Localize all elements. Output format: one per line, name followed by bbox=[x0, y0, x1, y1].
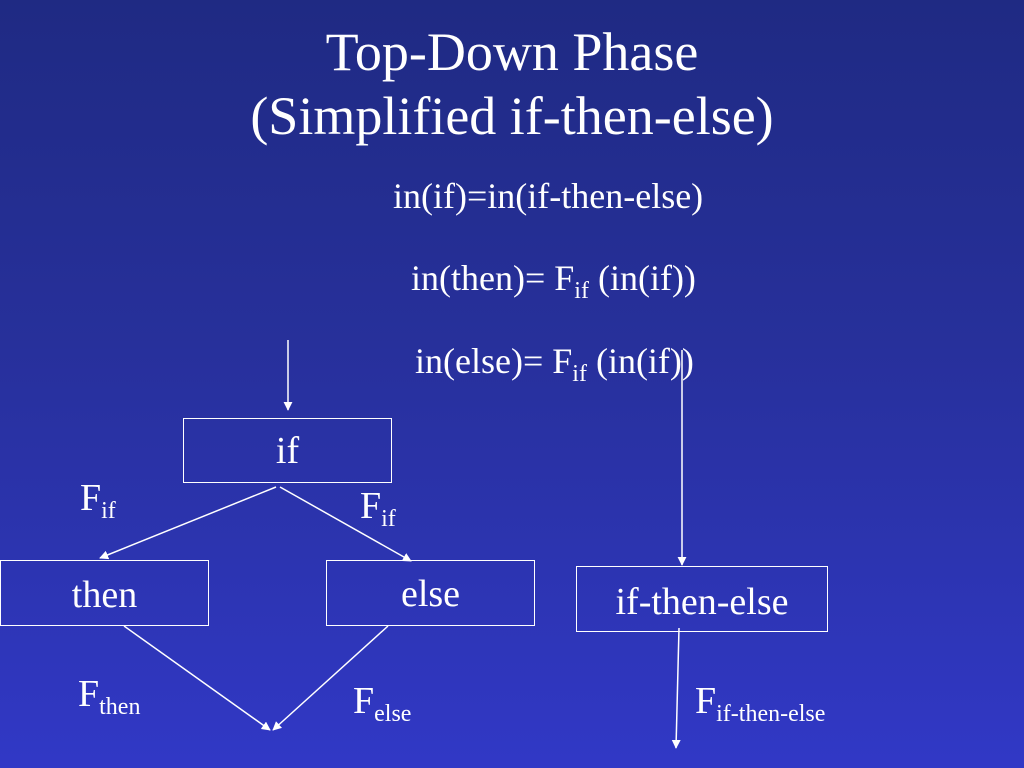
equation-in-then-sub: if bbox=[574, 278, 589, 304]
node-else: else bbox=[326, 560, 535, 626]
equation-in-if: in(if)=in(if-then-else) bbox=[393, 176, 703, 216]
edge-label-f-else-f: F bbox=[353, 680, 375, 722]
edge-label-f-if-left-f: F bbox=[80, 477, 102, 519]
equation-in-else-sub: if bbox=[572, 361, 587, 387]
slide-title: Top-Down Phase (Simplified if-then-else) bbox=[0, 20, 1024, 148]
equation-in-then-lhs: in(then)= F bbox=[411, 258, 575, 298]
node-if-then-else-label: if-then-else bbox=[615, 581, 789, 623]
edge-label-f-if-right-sub: if bbox=[381, 506, 396, 532]
edge-label-f-then-f: F bbox=[78, 673, 100, 715]
edge-label-f-ite-sub: if-then-else bbox=[716, 701, 826, 727]
edge-label-f-if-then-else: Fif-then-else bbox=[695, 680, 825, 726]
edge-label-f-then: Fthen bbox=[78, 673, 140, 719]
title-line-2: (Simplified if-then-else) bbox=[250, 86, 774, 146]
edge-label-f-if-left-sub: if bbox=[101, 498, 116, 524]
edge-ite-to-exit bbox=[671, 627, 681, 749]
equation-in-else-lhs: in(else)= F bbox=[415, 341, 573, 381]
equation-in-then: in(then)= Fif (in(if)) bbox=[411, 258, 696, 303]
edge-then-to-exit bbox=[123, 625, 271, 731]
equation-in-else-rhs: (in(if)) bbox=[586, 341, 694, 381]
equation-in-if-text: in(if)=in(if-then-else) bbox=[393, 176, 704, 216]
edge-if-to-else bbox=[279, 486, 412, 562]
edge-else-to-exit bbox=[272, 625, 389, 731]
node-then-label: then bbox=[71, 574, 138, 616]
edge-label-f-ite-f: F bbox=[695, 680, 717, 722]
title-line-1: Top-Down Phase bbox=[325, 22, 699, 82]
node-if-label: if bbox=[275, 430, 300, 472]
edge-label-f-if-right-f: F bbox=[360, 485, 382, 527]
node-if: if bbox=[183, 418, 392, 483]
edge-label-f-else-sub: else bbox=[374, 701, 412, 727]
edge-if-to-then bbox=[99, 486, 277, 560]
equation-in-else: in(else)= Fif (in(if)) bbox=[415, 341, 694, 386]
edge-label-f-then-sub: then bbox=[99, 694, 141, 720]
edge-label-f-if-right: Fif bbox=[360, 485, 396, 531]
node-then: then bbox=[0, 560, 209, 626]
node-else-label: else bbox=[400, 573, 461, 615]
edge-label-f-if-left: Fif bbox=[80, 477, 116, 523]
node-if-then-else: if-then-else bbox=[576, 566, 828, 632]
equation-in-then-rhs: (in(if)) bbox=[588, 258, 696, 298]
edge-label-f-else: Felse bbox=[353, 680, 411, 726]
